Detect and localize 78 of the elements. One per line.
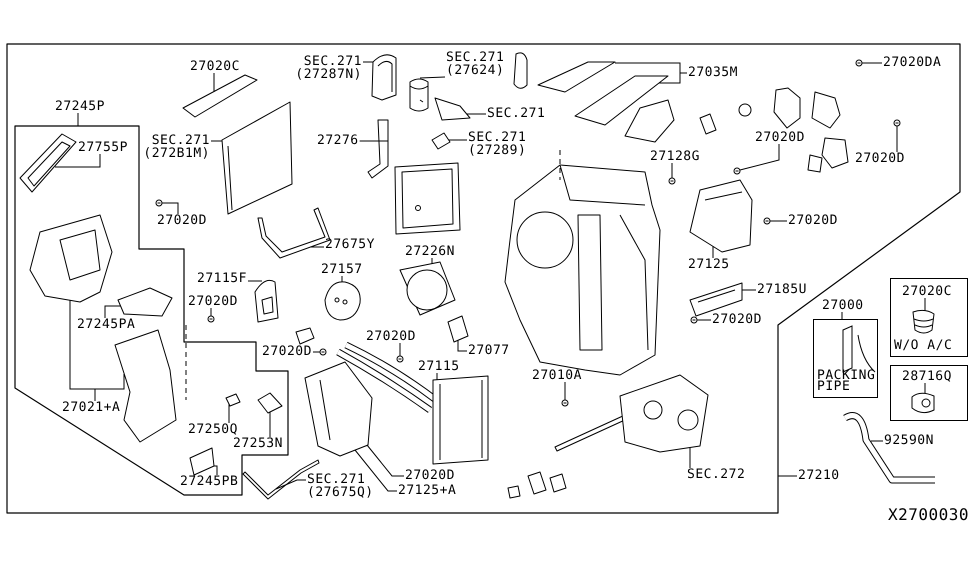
part-number: 27755P	[78, 141, 128, 154]
leader-line	[712, 246, 714, 258]
part-number: 27020D	[855, 152, 905, 165]
part-number: 27020D	[262, 345, 312, 358]
part-number: 27128G	[650, 150, 700, 163]
drawing-code: X2700030	[888, 507, 970, 523]
leader-line	[770, 220, 788, 222]
leader-line	[210, 308, 212, 316]
leader-line	[54, 154, 100, 168]
leader-line	[564, 382, 566, 400]
part-number: 27115F	[197, 272, 247, 285]
part-reference: SEC.271 (27289)	[468, 131, 538, 157]
part-number: 27010A	[532, 369, 582, 382]
part-number: 27125	[688, 258, 730, 271]
part-number: 27276	[317, 134, 359, 147]
part-box	[890, 365, 968, 421]
part-number: 27020D	[366, 330, 416, 343]
part-number: 27020D	[188, 295, 238, 308]
leader-line	[862, 62, 882, 64]
part-reference: SEC.271 (27675Q)	[307, 473, 377, 499]
leader-line	[310, 246, 324, 248]
note-text: W/O A/C	[894, 340, 954, 351]
leader-line	[210, 140, 222, 142]
part-number: 27125+A	[398, 484, 456, 497]
part-number: 27020D	[788, 214, 838, 227]
part-drawing	[912, 310, 934, 334]
leader-line	[359, 140, 388, 142]
part-number: 92590N	[884, 434, 934, 447]
leader-line	[658, 72, 688, 84]
leader-line	[247, 280, 262, 282]
part-number: 27253N	[233, 437, 283, 450]
part-number: 27020C	[902, 285, 952, 298]
leader-line	[420, 76, 446, 78]
note-box	[890, 278, 968, 357]
part-number: 27035M	[688, 66, 738, 79]
part-drawing	[912, 392, 934, 414]
leader-line	[94, 374, 124, 402]
part-number: 27157	[321, 263, 363, 276]
leader-line	[162, 202, 178, 214]
part-number: 27021+A	[62, 401, 120, 414]
part-number: SEC.271	[487, 107, 546, 120]
part-reference: SEC.271 (27624)	[446, 51, 516, 77]
part-number: 27000	[822, 299, 864, 312]
leader-line	[458, 340, 468, 352]
part-number: 27185U	[757, 283, 807, 296]
leader-line	[436, 372, 438, 380]
leader-line	[924, 298, 926, 312]
leader-line	[214, 466, 218, 476]
leader-line	[104, 306, 122, 318]
part-number: 27245PB	[180, 475, 238, 488]
pipe-drawing	[843, 412, 935, 484]
leader-line	[924, 382, 926, 394]
leader-line	[228, 404, 230, 424]
part-number: 27115	[418, 360, 460, 373]
part-number: 27210	[798, 469, 840, 482]
leader-line	[276, 480, 306, 490]
part-number: 27077	[468, 344, 510, 357]
part-number: 28716Q	[902, 370, 952, 383]
part-reference: SEC.271 (272B1M)	[140, 134, 210, 160]
leader-line	[740, 144, 780, 170]
note-text: PACKING PIPE	[817, 370, 876, 392]
leader-line	[896, 126, 898, 152]
part-number: 27020D	[405, 469, 455, 482]
part-number: 27020DA	[883, 56, 942, 69]
note-box	[813, 319, 878, 398]
part-number: 27020D	[157, 214, 207, 227]
part-number: SEC.272	[687, 468, 746, 481]
leader-line	[354, 450, 398, 492]
part-number: 27245P	[55, 100, 105, 113]
part-number: 27226N	[405, 245, 455, 258]
leader-line	[366, 444, 404, 476]
part-number: 27245PA	[77, 318, 136, 331]
part-reference: SEC.271 (27287N)	[292, 55, 362, 81]
part-number: 27020D	[712, 313, 762, 326]
leader-line	[870, 440, 884, 442]
part-number: 27020C	[190, 60, 240, 73]
part-number: 27675Y	[325, 238, 375, 251]
part-number: 27020D	[755, 131, 805, 144]
